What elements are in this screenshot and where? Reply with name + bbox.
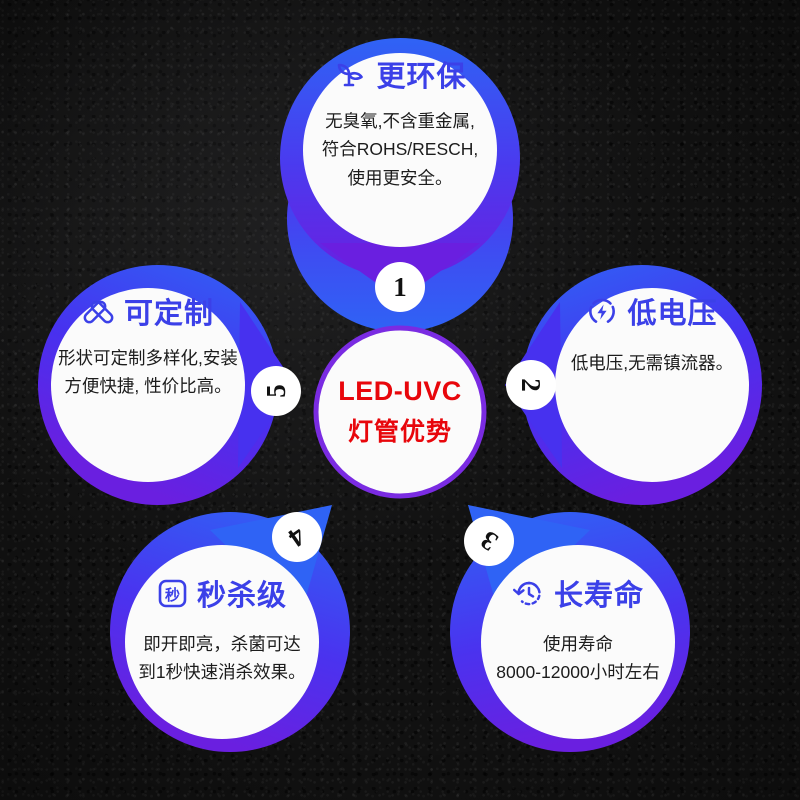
petal-shape-2[interactable]	[505, 265, 762, 505]
petal-line: 到1秒快速消杀效果。	[138, 662, 306, 683]
petal-number-1: 1	[375, 262, 425, 312]
petal-line: 即开即亮，杀菌可达	[143, 634, 301, 654]
petal-line: 8000-12000小时左右	[496, 662, 660, 683]
badge-circle-2	[506, 360, 556, 410]
petal-heading-5: 可定制	[1, 296, 295, 332]
svg-text:秒: 秒	[165, 586, 180, 604]
petal-line: 符合ROHS/RESCH,	[321, 139, 479, 160]
petal-number-5: 5	[251, 366, 301, 416]
center-label: LED-UVC 灯管优势	[300, 358, 500, 466]
petal-line: 方便快捷, 性价比高。	[64, 376, 232, 397]
center-circle[interactable]	[313, 325, 487, 499]
badge-circle-4	[272, 512, 322, 562]
petal-number-label: 5	[260, 384, 291, 398]
petal-title-5: 可定制	[123, 297, 214, 330]
petal-heading-2: 低电压	[505, 296, 799, 333]
petal-content-3: 长寿命 使用寿命 8000-12000小时左右	[431, 578, 725, 687]
petal-number-label: 2	[516, 378, 547, 392]
clock-history-icon	[512, 578, 545, 614]
petal-content-1: 更环保 无臭氧,不含重金属, 符合ROHS/RESCH, 使用更安全。	[253, 60, 547, 192]
petal-line: 低电压,无需镇流器。	[570, 353, 734, 373]
petal-number-label: 1	[393, 271, 407, 302]
lightning-circle-icon	[586, 296, 618, 333]
second-badge-icon: 秒	[157, 578, 188, 614]
petal-title-2: 低电压	[627, 298, 718, 330]
petal-content-5: 可定制 形状可定制多样化,安装 方便快捷, 性价比高。	[1, 296, 295, 401]
petal-title-3: 长寿命	[553, 579, 644, 612]
petal-number-label: 4	[283, 521, 312, 554]
petal-shape-4[interactable]	[110, 505, 350, 752]
petal-heading-1: 更环保	[253, 60, 547, 95]
petal-line: 形状可定制多样化,安装	[58, 348, 238, 368]
petal-line: 使用寿命	[543, 634, 613, 654]
petal-shape-5[interactable]	[38, 265, 295, 505]
badge-circle-1	[375, 262, 425, 312]
petal-heading-4: 秒 秒杀级	[75, 578, 369, 614]
sprout-icon	[333, 60, 367, 95]
petal-content-4: 秒 秒杀级 即开即亮，杀菌可达 到1秒快速消杀效果。	[75, 578, 369, 687]
customize-cross-icon	[82, 296, 115, 332]
petal-heading-3: 长寿命	[431, 578, 725, 614]
center-line-1: LED-UVC	[338, 376, 462, 406]
badge-circle-5	[251, 366, 301, 416]
center-line-2: 灯管优势	[347, 418, 452, 446]
petal-number-label: 3	[474, 525, 503, 558]
petal-number-2: 2	[506, 360, 556, 410]
petal-line: 使用更安全。	[347, 167, 453, 188]
badge-circle-3	[464, 516, 514, 566]
petal-title-1: 更环保	[376, 61, 467, 93]
petal-content-2: 低电压 低电压,无需镇流器。	[505, 296, 799, 377]
petal-title-4: 秒杀级	[196, 579, 287, 612]
petal-line: 无臭氧,不含重金属,	[325, 111, 475, 131]
